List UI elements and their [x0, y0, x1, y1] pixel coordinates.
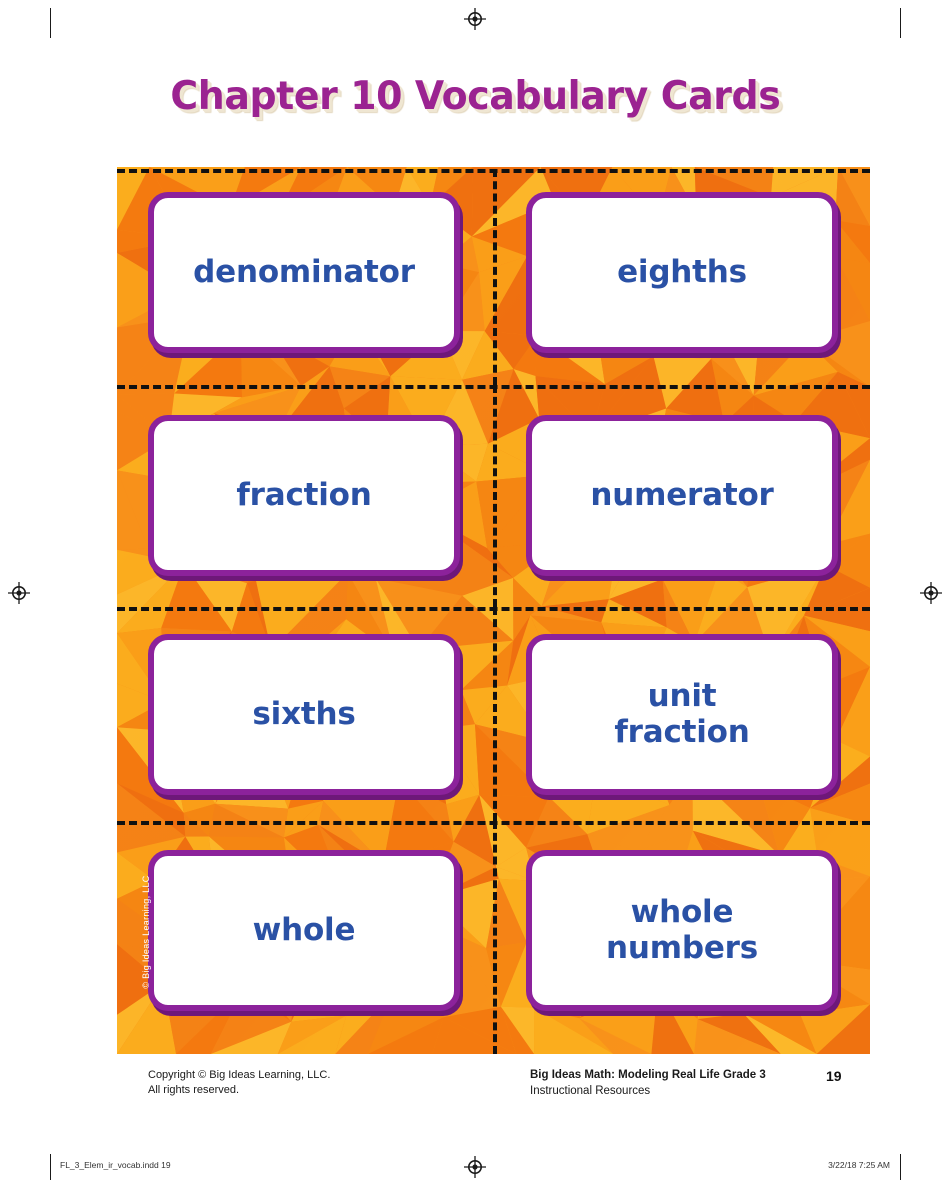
cards-layer: denominator eighths fraction numerator s… — [117, 167, 870, 1054]
vocabulary-card-panel: © Big Ideas Learning, LLC denominator ei… — [117, 167, 870, 1054]
vocabulary-card-numerator[interactable]: numerator — [526, 415, 838, 576]
registration-mark-right — [920, 582, 942, 604]
crop-mark-top-left — [50, 8, 51, 38]
vocabulary-card-label: fraction — [236, 476, 372, 513]
registration-mark-top — [464, 8, 486, 30]
footer-program-title: Big Ideas Math: Modeling Real Life Grade… — [530, 1069, 766, 1081]
vocabulary-card-label: numerator — [590, 476, 774, 513]
vocabulary-card-label: whole numbers — [606, 894, 758, 966]
slug-rule-right — [900, 1154, 901, 1180]
page-footer: Copyright © Big Ideas Learning, LLC. All… — [0, 1068, 950, 1110]
footer-copyright-line2: All rights reserved. — [148, 1083, 240, 1096]
footer-copyright: Copyright © Big Ideas Learning, LLC. All… — [148, 1068, 330, 1098]
page-title: Chapter 10 Vocabulary Cards — [170, 74, 780, 119]
registration-mark-left — [8, 582, 30, 604]
footer-copyright-line1: Copyright © Big Ideas Learning, LLC. — [148, 1069, 331, 1081]
vocabulary-card-label: sixths — [252, 695, 356, 732]
vocabulary-card-fraction[interactable]: fraction — [148, 415, 460, 576]
crop-mark-top-right — [900, 8, 901, 38]
vocabulary-card-label: unit fraction — [614, 678, 750, 750]
vocabulary-card-label: eighths — [617, 253, 747, 290]
vocabulary-card-denominator[interactable]: denominator — [148, 192, 460, 353]
page-title-container: Chapter 10 Vocabulary Cards — [0, 74, 950, 119]
slug-rule-left — [50, 1154, 51, 1180]
side-copyright-text: © Big Ideas Learning, LLC — [141, 875, 151, 989]
vocabulary-card-label: denominator — [193, 253, 415, 290]
vocabulary-card-eighths[interactable]: eighths — [526, 192, 838, 353]
cutline-vertical-row1 — [493, 169, 497, 385]
vocabulary-card-whole[interactable]: whole — [148, 850, 460, 1011]
registration-mark-bottom — [464, 1156, 486, 1178]
vocabulary-card-sixths[interactable]: sixths — [148, 634, 460, 795]
cutline-vertical-row3 — [493, 607, 497, 821]
cutline-vertical-row4 — [493, 821, 497, 1054]
cutline-vertical-row2 — [493, 385, 497, 607]
slug-timestamp: 3/22/18 7:25 AM — [828, 1160, 890, 1170]
vocabulary-card-label: whole — [252, 911, 356, 948]
slug-filename: FL_3_Elem_ir_vocab.indd 19 — [60, 1160, 171, 1170]
vocabulary-card-whole-numbers[interactable]: whole numbers — [526, 850, 838, 1011]
page-number: 19 — [826, 1068, 842, 1084]
footer-program-subtitle: Instructional Resources — [530, 1084, 651, 1097]
vocabulary-card-unit-fraction[interactable]: unit fraction — [526, 634, 838, 795]
footer-program-info: Big Ideas Math: Modeling Real Life Grade… — [530, 1068, 766, 1099]
